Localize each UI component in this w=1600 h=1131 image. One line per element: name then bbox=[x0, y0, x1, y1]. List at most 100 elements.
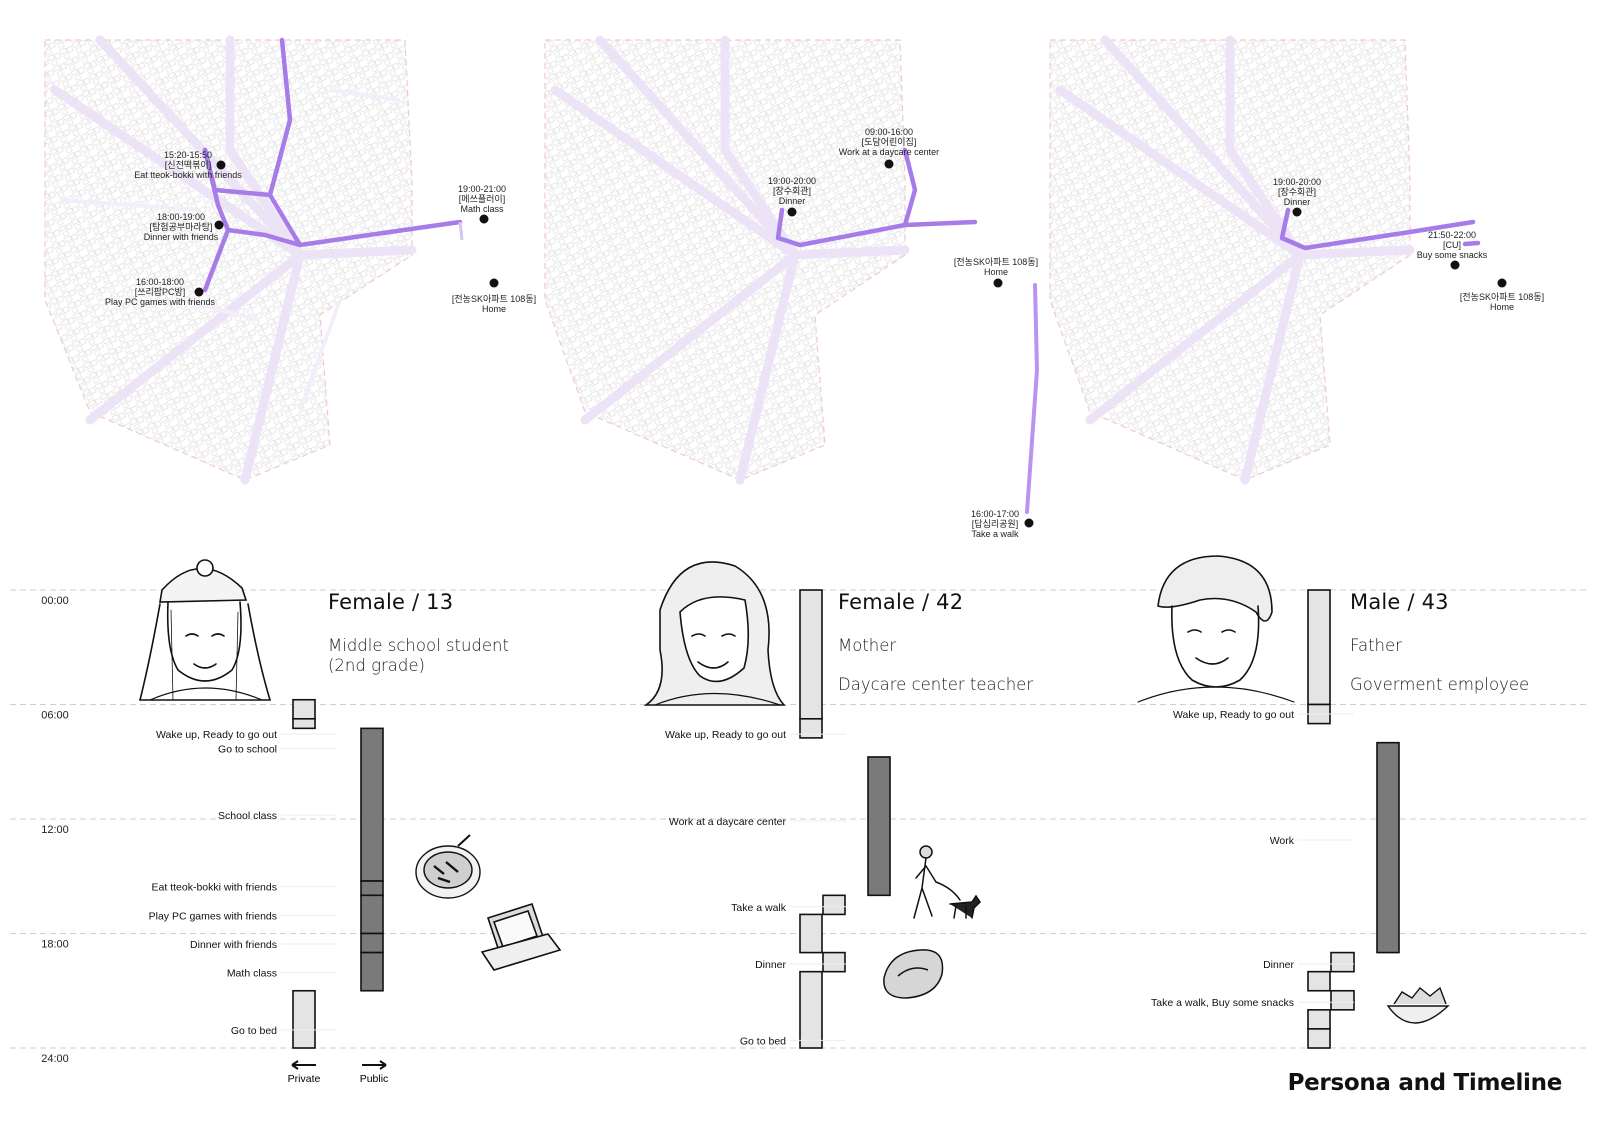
activity-bar bbox=[1307, 1028, 1331, 1049]
persona-2-info: Female / 42 Mother Daycare center teache… bbox=[838, 590, 1033, 695]
svg-text:19:00-20:00: 19:00-20:00 bbox=[1273, 177, 1321, 187]
svg-text:15:20-15:50: 15:20-15:50 bbox=[164, 150, 212, 160]
persona-3-role: Father bbox=[1350, 636, 1402, 655]
activity-label: Dinner bbox=[1263, 959, 1294, 971]
svg-text:[도담어린이집]: [도담어린이집] bbox=[862, 136, 917, 147]
svg-text:Public: Public bbox=[360, 1073, 389, 1085]
persona-3-occupation: Goverment employee bbox=[1350, 675, 1530, 694]
activity-bar bbox=[1307, 1009, 1331, 1030]
route-mother bbox=[775, 147, 978, 248]
persona-2-role: Mother bbox=[838, 636, 897, 655]
activity-label: Wake up, Ready to go out bbox=[1173, 709, 1294, 721]
activity-bar bbox=[799, 970, 823, 1049]
dog-walker-icon bbox=[913, 845, 981, 919]
legend-private: Private bbox=[288, 1060, 321, 1085]
svg-text:09:00-16:00: 09:00-16:00 bbox=[865, 127, 913, 137]
portrait-woman bbox=[643, 561, 786, 706]
place-home-1: [전농SK아파트 108동] Home bbox=[452, 278, 536, 314]
activity-bar bbox=[1307, 703, 1331, 725]
activity-label: Work at a daycare center bbox=[669, 816, 787, 828]
time-tick-label: 06:00 bbox=[41, 710, 69, 722]
activity-label: Take a walk bbox=[731, 902, 787, 914]
svg-text:[CU]: [CU] bbox=[1443, 240, 1461, 250]
steak-icon bbox=[883, 949, 944, 999]
svg-text:[전농SK아파트 108동]: [전농SK아파트 108동] bbox=[954, 257, 1038, 267]
activity-label: Go to bed bbox=[740, 1035, 786, 1047]
svg-text:Eat tteok-bokki with friends: Eat tteok-bokki with friends bbox=[134, 170, 242, 180]
persona-1-info: Female / 13 Middle school student (2nd g… bbox=[328, 590, 509, 676]
activity-label: Take a walk, Buy some snacks bbox=[1151, 997, 1294, 1009]
activity-label: Dinner with friends bbox=[190, 939, 277, 951]
activity-label: Wake up, Ready to go out bbox=[156, 729, 277, 741]
svg-text:18:00-19:00: 18:00-19:00 bbox=[157, 212, 205, 222]
svg-text:Home: Home bbox=[482, 304, 506, 314]
svg-text:[쓰리팝PC방]: [쓰리팝PC방] bbox=[135, 286, 186, 297]
place-restaurant-2: 19:00-20:00 [장수회관] Dinner bbox=[768, 176, 816, 217]
svg-text:[답십리공원]: [답십리공원] bbox=[972, 518, 1018, 529]
activity-label: Dinner bbox=[755, 959, 786, 971]
activity-label: Wake up, Ready to go out bbox=[665, 729, 786, 741]
time-tick-label: 18:00 bbox=[41, 939, 69, 951]
place-home-3: [전농SK아파트 108동] Home bbox=[1460, 278, 1544, 312]
svg-text:19:00-20:00: 19:00-20:00 bbox=[768, 176, 816, 186]
place-tteokbokki: 15:20-15:50 [신전떡볶이] Eat tteok-bokki with… bbox=[134, 150, 242, 180]
tteokbokki-bowl-icon bbox=[415, 834, 481, 899]
svg-text:[신전떡볶이]: [신전떡볶이] bbox=[165, 160, 211, 170]
activity-bar bbox=[360, 727, 384, 882]
svg-text:Buy some snacks: Buy some snacks bbox=[1417, 250, 1488, 260]
route-maps: 15:20-15:50 [신전떡볶이] Eat tteok-bokki with… bbox=[44, 35, 1544, 539]
svg-text:Dinner: Dinner bbox=[779, 196, 806, 206]
svg-text:Home: Home bbox=[984, 267, 1008, 277]
map-3 bbox=[1049, 35, 1481, 485]
activity-bar bbox=[822, 951, 846, 973]
svg-text:Dinner with friends: Dinner with friends bbox=[144, 232, 219, 242]
legend-public: Public bbox=[360, 1060, 389, 1085]
portrait-man bbox=[1137, 555, 1295, 703]
time-tick-label: 12:00 bbox=[41, 824, 69, 836]
svg-text:[장수회관]: [장수회관] bbox=[1278, 187, 1316, 197]
route-father bbox=[1279, 207, 1481, 251]
persona-1-title: Female / 13 bbox=[328, 590, 454, 614]
activity-bar bbox=[867, 756, 891, 897]
activity-bar bbox=[1307, 589, 1331, 706]
snack-bowl-icon bbox=[1386, 986, 1450, 1024]
route-walk bbox=[1025, 283, 1040, 514]
activity-bar bbox=[799, 718, 823, 739]
page-title: Persona and Timeline bbox=[1287, 1070, 1563, 1096]
persona-1-role-detail: (2nd grade) bbox=[328, 656, 425, 675]
lane-legend: Private Public bbox=[288, 1060, 389, 1085]
activity-bar bbox=[799, 589, 823, 720]
place-math-academy: 19:00-21:00 [메쓰플러이] Math class bbox=[458, 184, 506, 224]
place-malatang: 18:00-19:00 [탐험공부마라탕] Dinner with friend… bbox=[144, 212, 224, 242]
activity-bar bbox=[360, 894, 384, 935]
route-girl bbox=[202, 37, 463, 293]
activity-labels: Wake up, Ready to go out Go to schoolScho… bbox=[149, 709, 1354, 1047]
svg-text:Take a walk: Take a walk bbox=[971, 529, 1019, 539]
persona-3-info: Male / 43 Father Goverment employee bbox=[1350, 590, 1529, 695]
activity-label: School class bbox=[218, 810, 277, 822]
place-park: 16:00-17:00 [답십리공원] Take a walk bbox=[971, 509, 1034, 539]
activity-bar bbox=[360, 951, 384, 992]
activity-label: Math class bbox=[227, 968, 277, 980]
activity-label: Play PC games with friends bbox=[149, 910, 277, 922]
svg-text:[장수회관]: [장수회관] bbox=[773, 186, 811, 196]
activity-bar bbox=[1307, 970, 1331, 992]
place-daycare: 09:00-16:00 [도담어린이집] Work at a daycare c… bbox=[839, 127, 939, 169]
svg-text:21:50-22:00: 21:50-22:00 bbox=[1428, 230, 1476, 240]
svg-text:Home: Home bbox=[1490, 302, 1514, 312]
persona-3-title: Male / 43 bbox=[1350, 590, 1449, 614]
map-1 bbox=[44, 35, 464, 485]
activity-label: Go to bed bbox=[231, 1025, 277, 1037]
svg-text:Private: Private bbox=[288, 1073, 321, 1085]
activity-bar bbox=[799, 913, 823, 954]
svg-text:16:00-17:00: 16:00-17:00 bbox=[971, 509, 1019, 519]
map-2 bbox=[544, 35, 1040, 514]
activity-bar bbox=[1330, 989, 1355, 1011]
activity-label: Go to school bbox=[218, 743, 277, 755]
activity-bar bbox=[822, 894, 846, 916]
activity-label: Work bbox=[1270, 835, 1295, 847]
activity-bar bbox=[292, 718, 316, 730]
svg-text:19:00-21:00: 19:00-21:00 bbox=[458, 184, 506, 194]
activity-bar bbox=[360, 932, 384, 954]
